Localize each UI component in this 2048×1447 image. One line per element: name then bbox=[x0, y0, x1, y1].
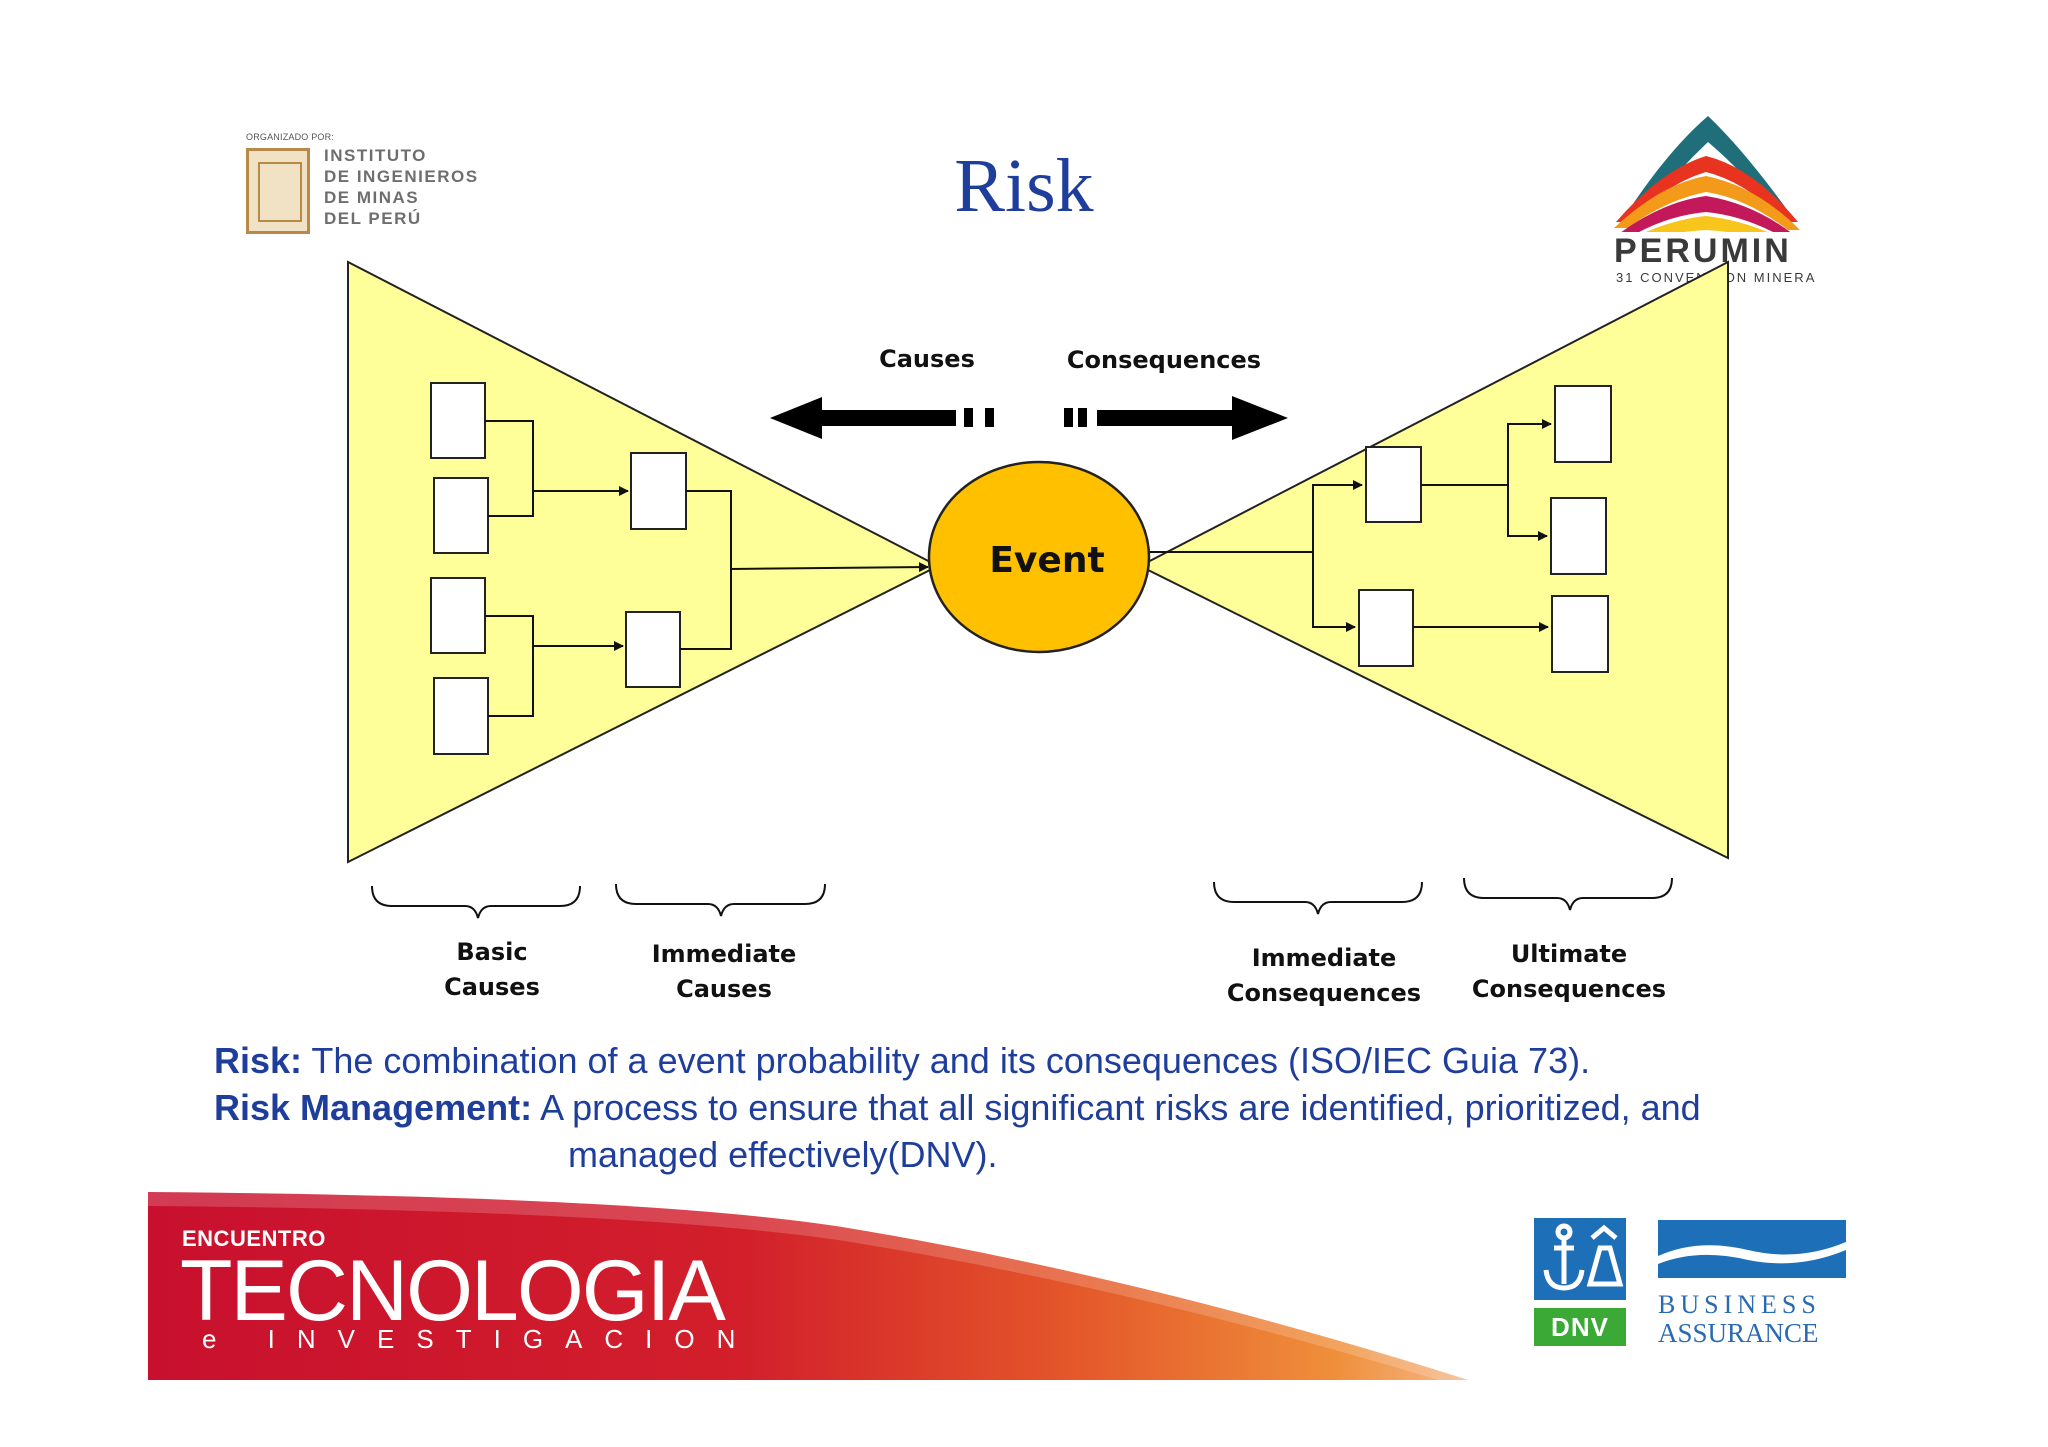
brace-icons bbox=[371, 877, 1673, 919]
perumin-mountain-icon bbox=[1614, 116, 1800, 232]
dnv-label: DNV bbox=[1551, 1312, 1609, 1342]
event-ellipse bbox=[927, 460, 1151, 654]
footer-encuentro: ENCUENTRO bbox=[182, 1226, 326, 1251]
immediate-consequences-label-1: Immediate bbox=[1252, 944, 1397, 972]
immediate-cause-box bbox=[625, 611, 681, 688]
risk-management-term: Risk Management: bbox=[214, 1087, 533, 1128]
institute-line-4: DEL PERÚ bbox=[324, 209, 422, 228]
causes-label: Causes bbox=[879, 345, 975, 373]
causes-triangle bbox=[347, 260, 941, 864]
ultimate-consequences-label-2: Consequences bbox=[1472, 975, 1666, 1003]
risk-management-text-cont: managed effectively(DNV). bbox=[568, 1134, 998, 1175]
basic-cause-box bbox=[430, 577, 486, 654]
ultimate-consequences-label-1: Ultimate bbox=[1511, 940, 1627, 968]
risk-definition: Risk: The combination of a event probabi… bbox=[214, 1043, 1590, 1079]
immediate-cause-box bbox=[630, 452, 687, 530]
immediate-causes-label-1: Immediate bbox=[652, 940, 797, 968]
basic-causes-label-1: Basic bbox=[456, 938, 527, 966]
basic-causes-label-2: Causes bbox=[444, 973, 540, 1001]
page-title: Risk bbox=[954, 144, 1094, 228]
risk-text: The combination of a event probability a… bbox=[302, 1040, 1591, 1081]
causes-arrow-icon bbox=[770, 397, 994, 439]
ultimate-consequence-box bbox=[1554, 385, 1612, 463]
institute-line-2: DE INGENIEROS bbox=[324, 167, 479, 186]
footer-banner bbox=[148, 1192, 1468, 1380]
footer-tecnologia: TECNOLOGIA bbox=[180, 1243, 726, 1339]
risk-management-definition: Risk Management: A process to ensure tha… bbox=[214, 1090, 1701, 1126]
risk-management-text: A process to ensure that all significant… bbox=[532, 1087, 1701, 1128]
dnv-logo: DNV bbox=[1534, 1218, 1626, 1346]
event-label: Event bbox=[989, 540, 1104, 581]
consequences-arrow-icon bbox=[1064, 396, 1288, 440]
causes-connectors bbox=[485, 420, 929, 717]
basic-cause-box bbox=[433, 477, 489, 554]
footer-investigacion: e INVESTIGACION bbox=[202, 1324, 758, 1354]
basic-cause-box bbox=[433, 677, 489, 755]
immediate-consequence-box bbox=[1365, 446, 1422, 523]
institute-line-1: INSTITUTO bbox=[324, 146, 427, 165]
dnv-anchor-icon bbox=[1534, 1218, 1626, 1300]
immediate-consequences-label-2: Consequences bbox=[1227, 979, 1421, 1007]
perumin-logo: PERUMIN 31 CONVENCION MINERA bbox=[1606, 112, 1814, 292]
ultimate-consequence-box bbox=[1551, 595, 1609, 673]
assurance-label: ASSURANCE bbox=[1658, 1318, 1819, 1348]
institute-seal-icon bbox=[246, 148, 310, 234]
consequences-connectors bbox=[1148, 419, 1552, 632]
business-assurance-wave-icon bbox=[1658, 1220, 1846, 1278]
organized-by-label: ORGANIZADO POR: bbox=[246, 132, 335, 142]
risk-term: Risk: bbox=[214, 1040, 303, 1081]
ultimate-consequence-box bbox=[1550, 497, 1607, 575]
consequences-label: Consequences bbox=[1067, 346, 1261, 374]
immediate-consequence-box bbox=[1358, 589, 1414, 667]
immediate-causes-label-2: Causes bbox=[676, 975, 772, 1003]
institute-line-3: DE MINAS bbox=[324, 188, 420, 207]
business-label: BUSINESS bbox=[1658, 1290, 1821, 1319]
perumin-name: PERUMIN bbox=[1614, 232, 1792, 270]
basic-cause-box bbox=[430, 382, 486, 459]
